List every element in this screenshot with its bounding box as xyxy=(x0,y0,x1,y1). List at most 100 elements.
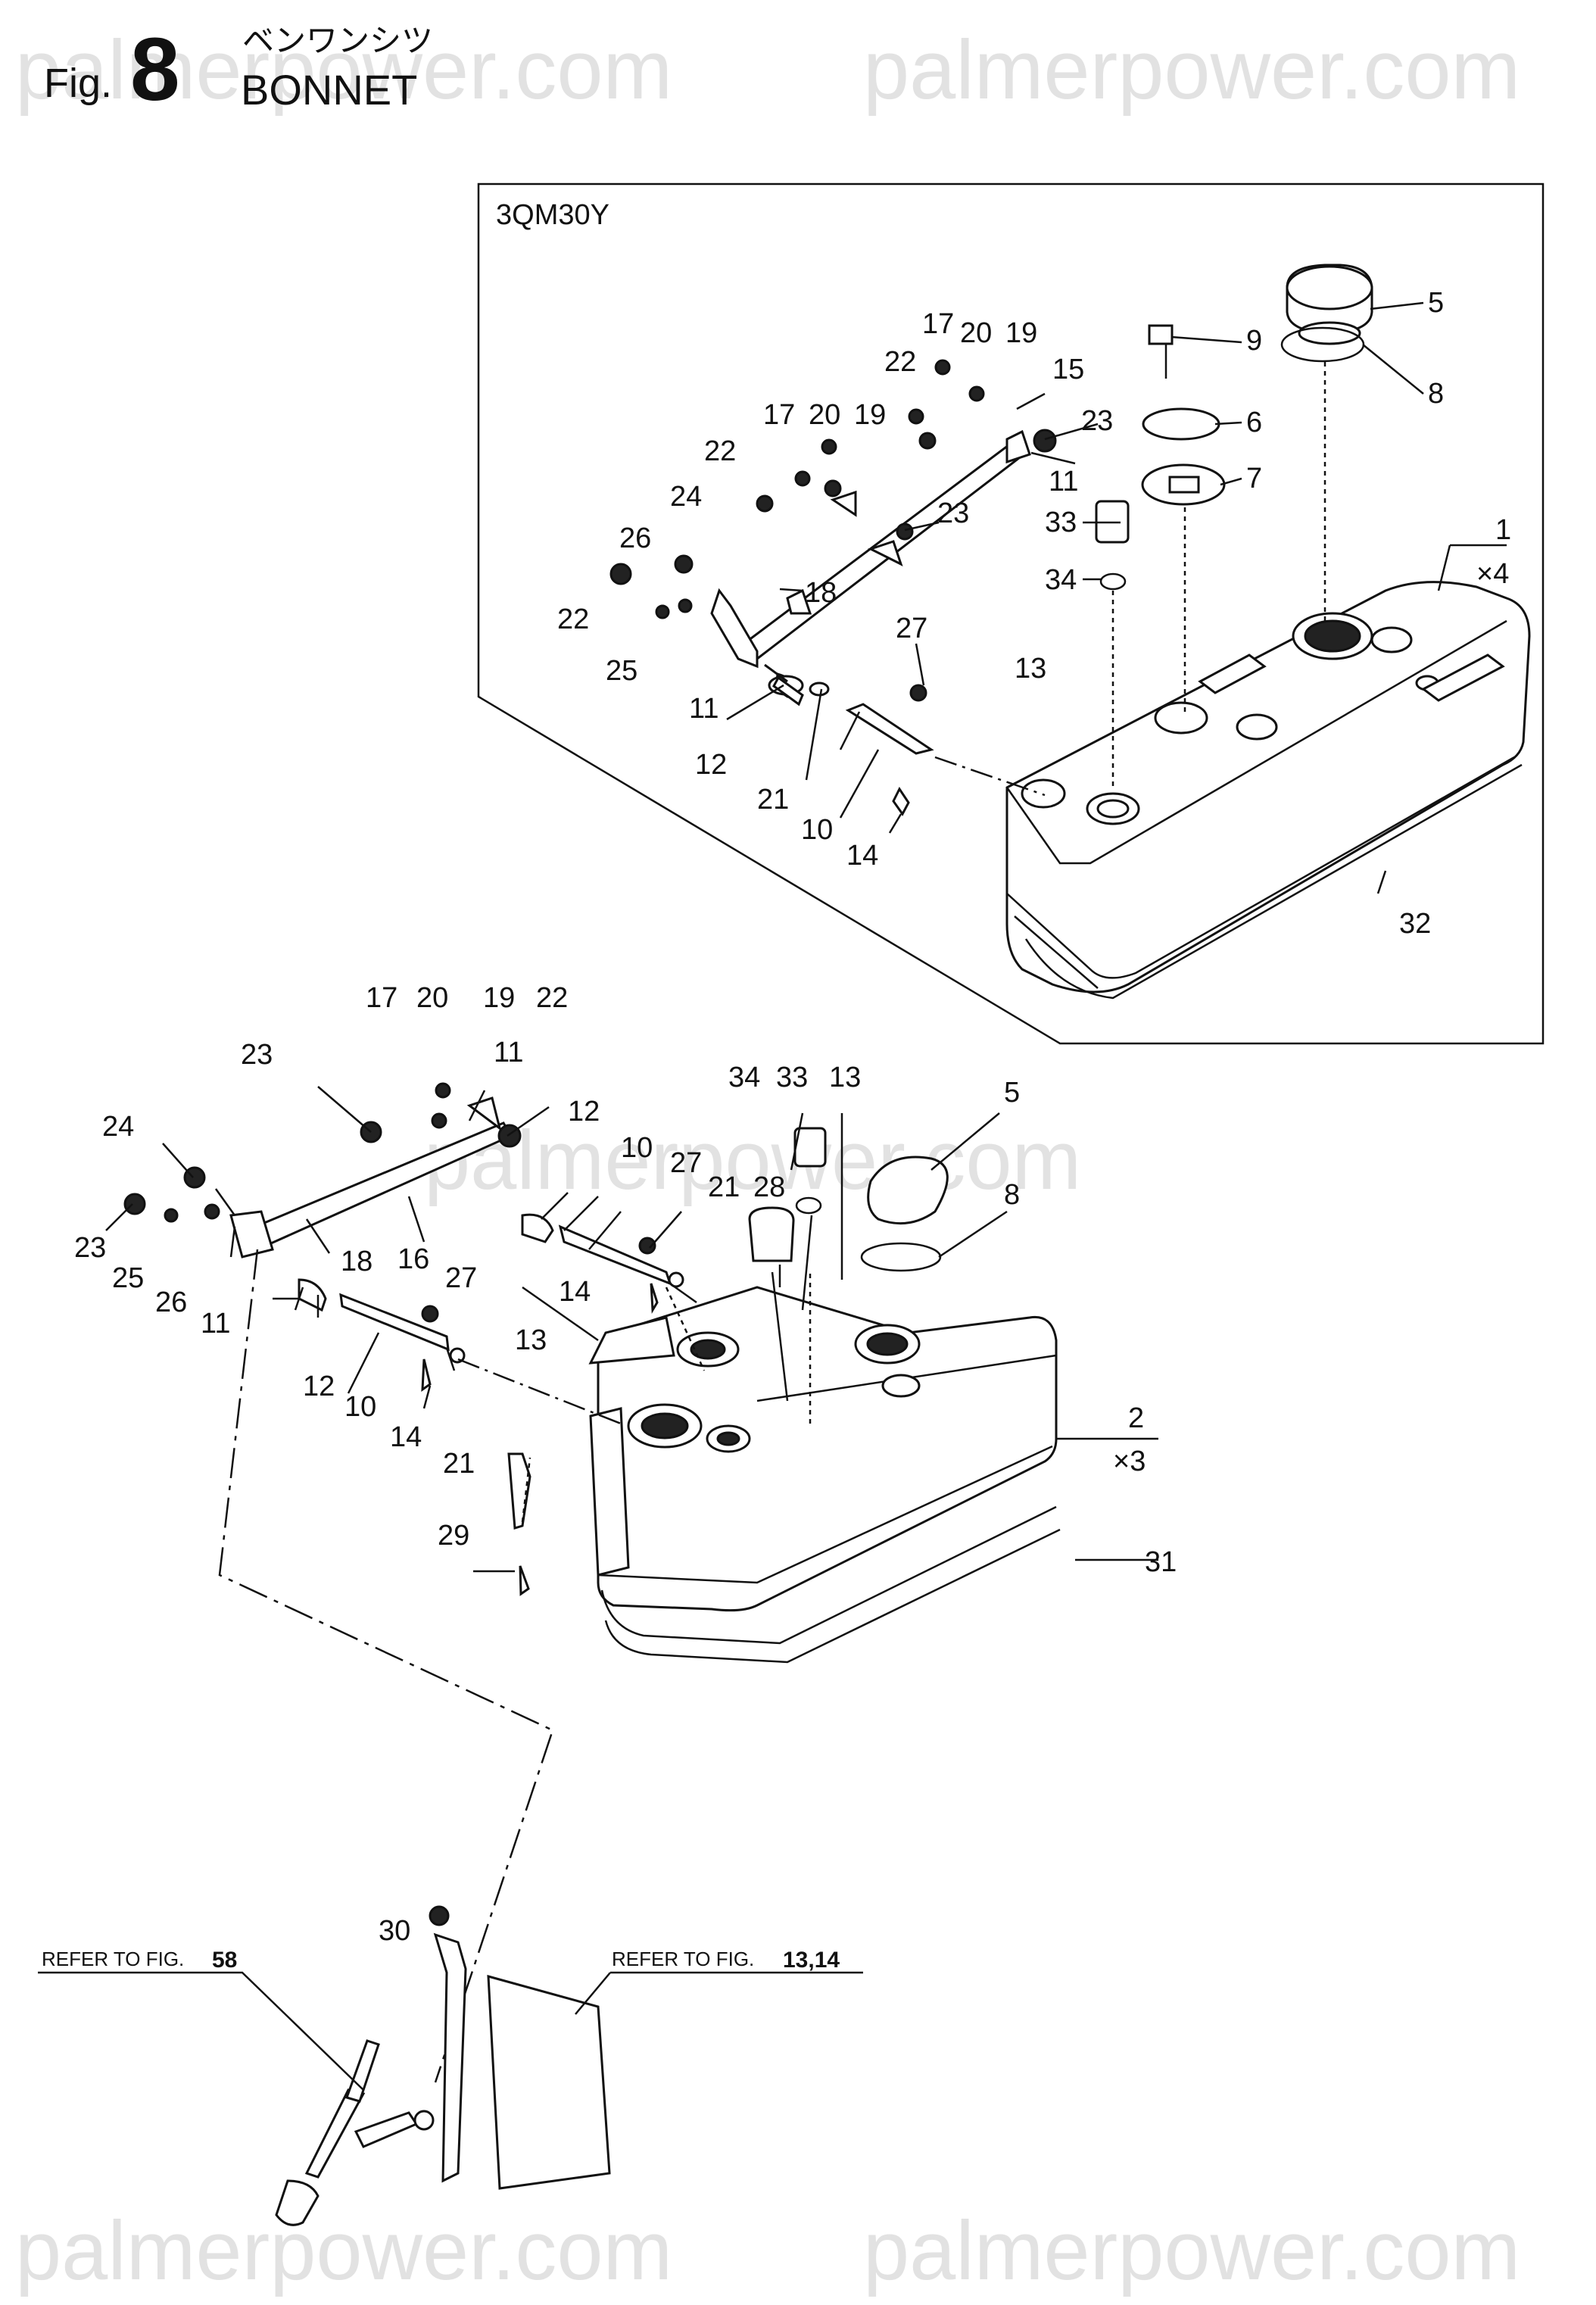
callout: 22 xyxy=(557,604,589,635)
callout: 18 xyxy=(805,577,837,609)
fig-prefix: Fig. xyxy=(44,61,112,106)
callout: 8 xyxy=(1428,378,1444,410)
callout: 33 xyxy=(776,1062,808,1093)
bonnet-cover-main xyxy=(588,1286,1061,1664)
watermark-top-left: palmerpower.com xyxy=(15,23,672,117)
oil-cap-main xyxy=(860,1156,949,1272)
leaders-inset xyxy=(726,301,1507,894)
callout: 10 xyxy=(344,1391,376,1423)
watermark-bottom-right: palmerpower.com xyxy=(863,2204,1520,2297)
callout: 12 xyxy=(695,749,727,781)
callout: 23 xyxy=(937,497,969,529)
callout: 19 xyxy=(483,982,515,1014)
callout: 17 xyxy=(763,399,795,431)
callout: 11 xyxy=(1049,466,1078,497)
callout: 20 xyxy=(809,399,840,431)
callout-labels-main: 17 20 19 22 23 11 24 12 10 27 21 23 25 2… xyxy=(74,982,1177,1947)
callout: 14 xyxy=(559,1276,591,1308)
callout: 6 xyxy=(1246,407,1262,438)
callout: 19 xyxy=(1005,317,1037,349)
callout: 21 xyxy=(443,1448,475,1480)
main-assembly: REFER TO FIG. 58 REFER TO FIG. 13,14 17 … xyxy=(38,982,1177,2226)
valve-assembly xyxy=(275,1905,611,2226)
refer-prefix-13-14: REFER TO FIG. xyxy=(612,1948,754,1970)
inset-qty-num: 1 xyxy=(1495,514,1511,546)
callout: 10 xyxy=(621,1132,653,1164)
callout: 29 xyxy=(438,1520,469,1552)
callout: 28 xyxy=(753,1171,785,1203)
callout: 9 xyxy=(1246,325,1262,357)
callout: 13 xyxy=(515,1324,547,1356)
main-qty-mult: ×3 xyxy=(1113,1446,1146,1477)
callout: 10 xyxy=(801,814,833,846)
callout: 27 xyxy=(445,1262,477,1294)
callout: 14 xyxy=(390,1421,422,1453)
callout: 27 xyxy=(670,1147,702,1179)
callout: 14 xyxy=(846,840,878,872)
callout: 34 xyxy=(1045,564,1077,596)
callout: 11 xyxy=(689,693,719,725)
lever-assembly-main xyxy=(123,1082,684,1596)
callout: 19 xyxy=(854,399,886,431)
title-en: BONNET xyxy=(241,66,417,114)
watermark-bottom-left: palmerpower.com xyxy=(15,2204,672,2297)
shaft-10-main-2 xyxy=(339,1293,450,1352)
plate xyxy=(487,1975,611,2190)
plug-33-main xyxy=(793,1127,827,1168)
inset-qty-mult: ×4 xyxy=(1476,558,1509,590)
callout: 30 xyxy=(379,1915,410,1947)
callout: 5 xyxy=(1428,287,1444,319)
callout: 5 xyxy=(1004,1077,1020,1109)
watermark-middle: palmerpower.com xyxy=(424,1114,1081,1207)
breather-parts-inset xyxy=(1095,324,1226,591)
callout: 32 xyxy=(1399,908,1431,940)
oring-8-main xyxy=(860,1242,942,1272)
callout: 16 xyxy=(397,1243,429,1275)
callout: 7 xyxy=(1246,463,1262,494)
callout: 27 xyxy=(896,613,927,644)
callout: 15 xyxy=(1052,354,1084,385)
callout: 22 xyxy=(536,982,568,1014)
reference-notes: REFER TO FIG. 58 REFER TO FIG. 13,14 xyxy=(38,1948,863,2091)
refer-figs-13-14: 13,14 xyxy=(783,1948,840,1973)
callout: 17 xyxy=(922,308,954,340)
inset-frame xyxy=(477,182,1545,1045)
oil-cap-inset xyxy=(1280,264,1373,363)
inset-3qm30y: 3QM30Y xyxy=(477,182,1545,1045)
callout: 23 xyxy=(241,1039,273,1071)
callout: 25 xyxy=(112,1262,144,1294)
callout-labels-inset: 17 20 19 15 22 23 17 20 19 22 11 23 24 2… xyxy=(557,287,1511,940)
shaft-10-inset xyxy=(845,703,934,755)
refer-figs-58: 58 xyxy=(212,1948,237,1973)
watermark-group: palmerpower.com palmerpower.com palmerpo… xyxy=(15,23,1520,2297)
callout: 33 xyxy=(1045,507,1077,538)
title-jp: ベンワンシツ xyxy=(242,23,433,58)
inset-model-label: 3QM30Y xyxy=(496,199,609,231)
callout: 24 xyxy=(670,481,702,513)
fig-number: 8 xyxy=(130,20,180,120)
figure-header: Fig. 8 ベンワンシツ BONNET xyxy=(44,20,433,120)
callout: 25 xyxy=(606,655,637,687)
lever-assembly-inset xyxy=(609,359,1057,816)
leaders-main xyxy=(105,1086,1158,1573)
callout: 22 xyxy=(704,435,736,467)
callout: 18 xyxy=(341,1246,373,1277)
chain-line xyxy=(218,1249,554,2083)
callout: 26 xyxy=(619,522,651,554)
callout: 13 xyxy=(829,1062,861,1093)
main-qty-num: 2 xyxy=(1128,1402,1144,1434)
callout: 21 xyxy=(757,784,789,816)
callout: 17 xyxy=(366,982,397,1014)
callout: 11 xyxy=(494,1037,523,1068)
callout: 22 xyxy=(884,346,916,378)
shaft-10-main-1 xyxy=(558,1224,672,1286)
callout: 31 xyxy=(1145,1546,1177,1578)
callout: 20 xyxy=(416,982,448,1014)
callout: 12 xyxy=(568,1096,600,1128)
callout: 24 xyxy=(102,1111,134,1143)
watermark-top-right: palmerpower.com xyxy=(863,23,1520,117)
callout: 8 xyxy=(1004,1179,1020,1211)
callout: 11 xyxy=(201,1308,230,1340)
callout: 13 xyxy=(1015,653,1046,685)
